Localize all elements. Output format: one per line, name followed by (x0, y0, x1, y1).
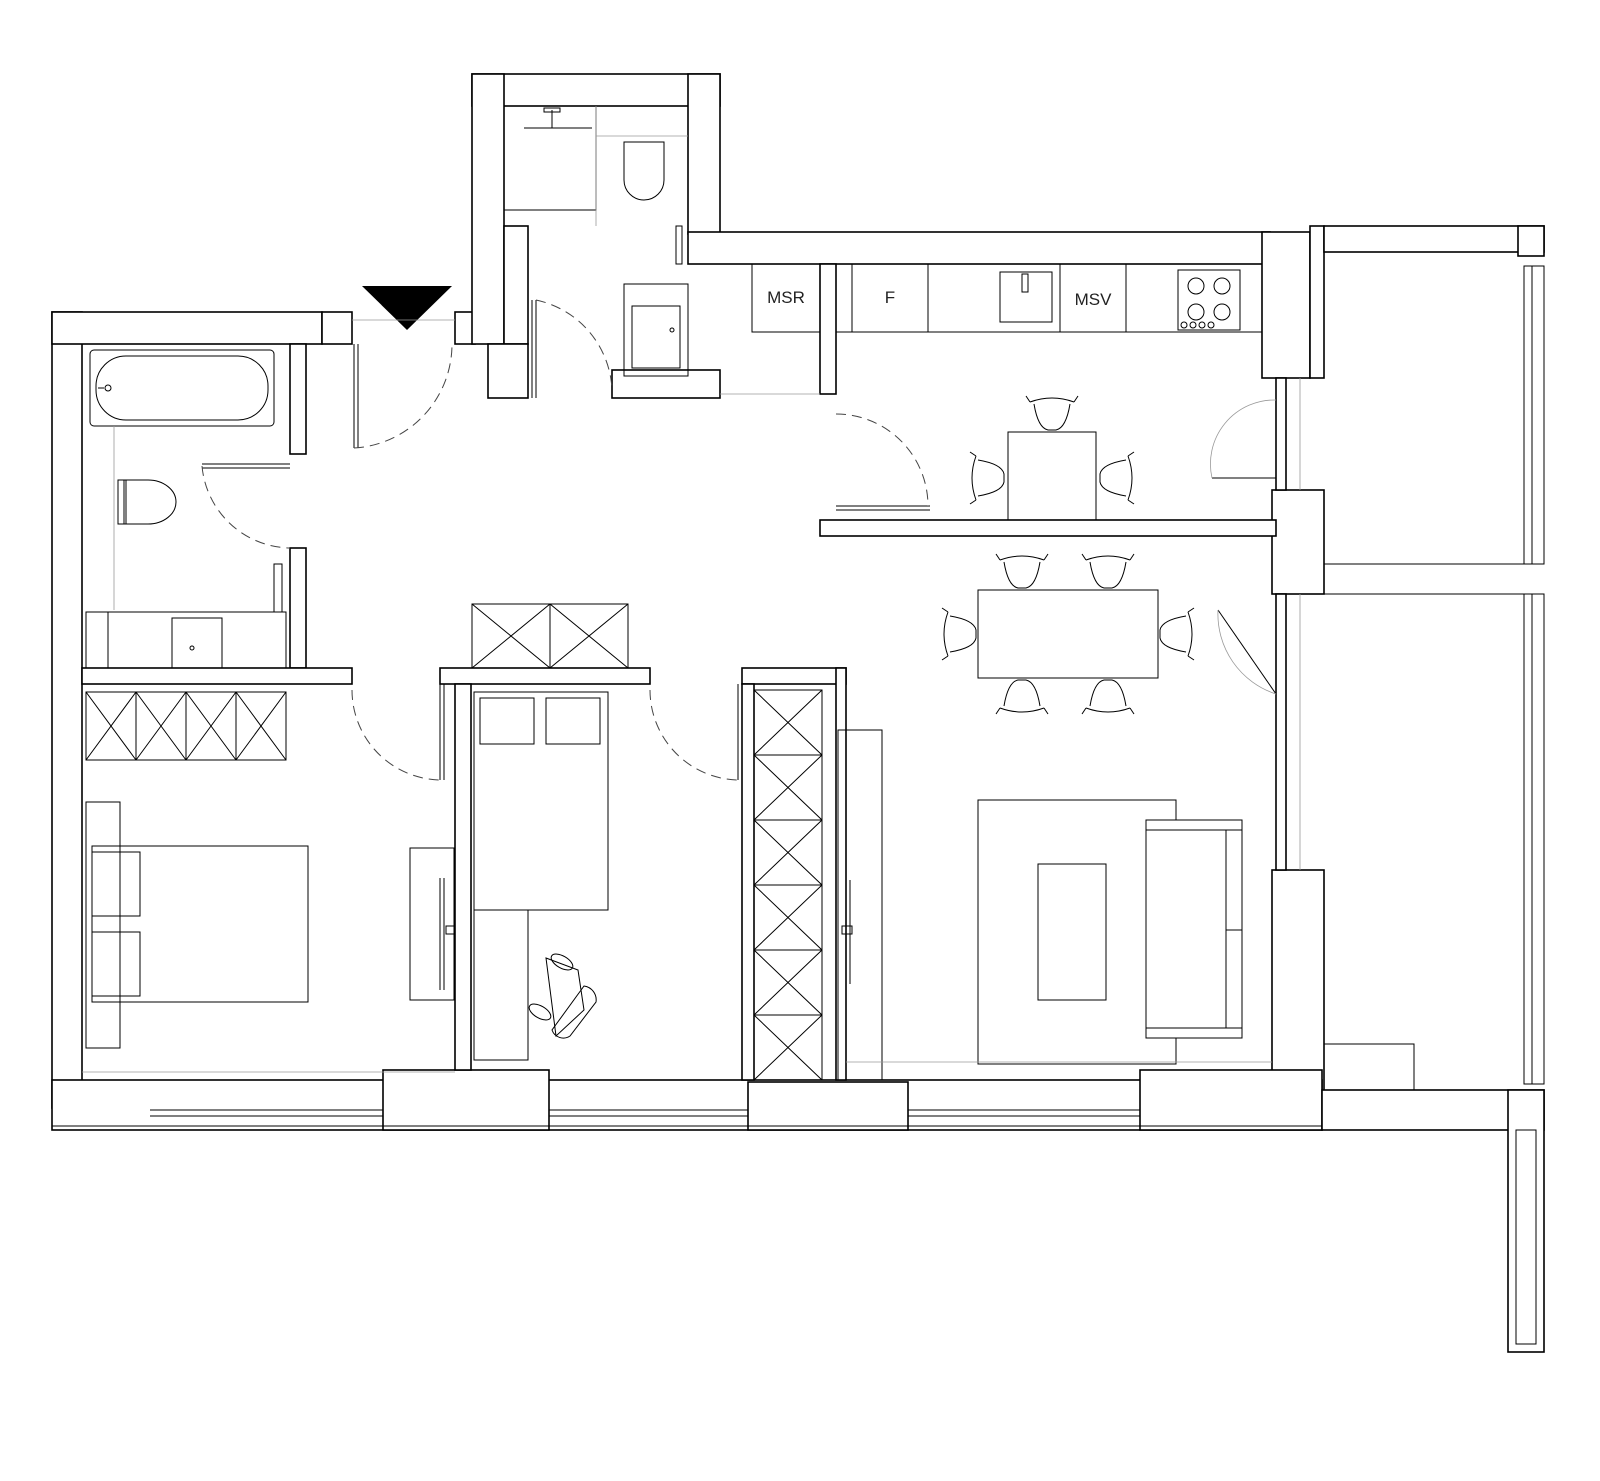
chair-icon (969, 451, 1005, 505)
floor-guides (82, 393, 1272, 1073)
kitchen: MSR F MSV (751, 263, 1263, 521)
toilet-icon (123, 479, 177, 525)
entrance-arrow-icon (362, 286, 452, 330)
wardrobe-icon (471, 603, 629, 669)
tv-icon (837, 729, 883, 1081)
chair-icon (941, 607, 977, 661)
bathroom (85, 349, 287, 669)
toilet-icon (623, 141, 665, 201)
fridge-label: F (885, 288, 895, 307)
shower-icon (631, 305, 681, 369)
dining-table-icon (977, 589, 1159, 679)
dining-table-icon (1007, 431, 1097, 521)
chair-icon (1081, 679, 1135, 715)
hob-icon (1177, 269, 1241, 331)
chair-icon (1099, 451, 1135, 505)
walls (51, 73, 1325, 1131)
living-room (837, 589, 1243, 1081)
chairs (941, 395, 1195, 715)
chair-icon (1025, 395, 1079, 431)
sofa-icon (1145, 819, 1243, 1039)
shower-icon (171, 617, 223, 669)
bed-icon (473, 691, 609, 911)
bathtub-icon (89, 349, 275, 427)
chair-icon (995, 679, 1049, 715)
wardrobe-icon (753, 689, 823, 1081)
wc (503, 105, 689, 377)
chair-icon (1159, 607, 1195, 661)
msr-label: MSR (767, 288, 805, 307)
msv-label: MSV (1075, 290, 1113, 309)
balcony (1321, 225, 1545, 1353)
bed-icon (85, 801, 309, 1049)
tv-icon (409, 847, 455, 1001)
wardrobe-icon (85, 691, 287, 761)
desk-chair-icon (528, 953, 597, 1039)
sink-icon (999, 271, 1053, 323)
bedroom-2 (471, 603, 823, 1081)
bedroom-1 (85, 691, 455, 1049)
doors (201, 299, 1301, 870)
chair-icon (995, 553, 1049, 589)
sink-icon (503, 105, 597, 211)
chair-icon (1081, 553, 1135, 589)
